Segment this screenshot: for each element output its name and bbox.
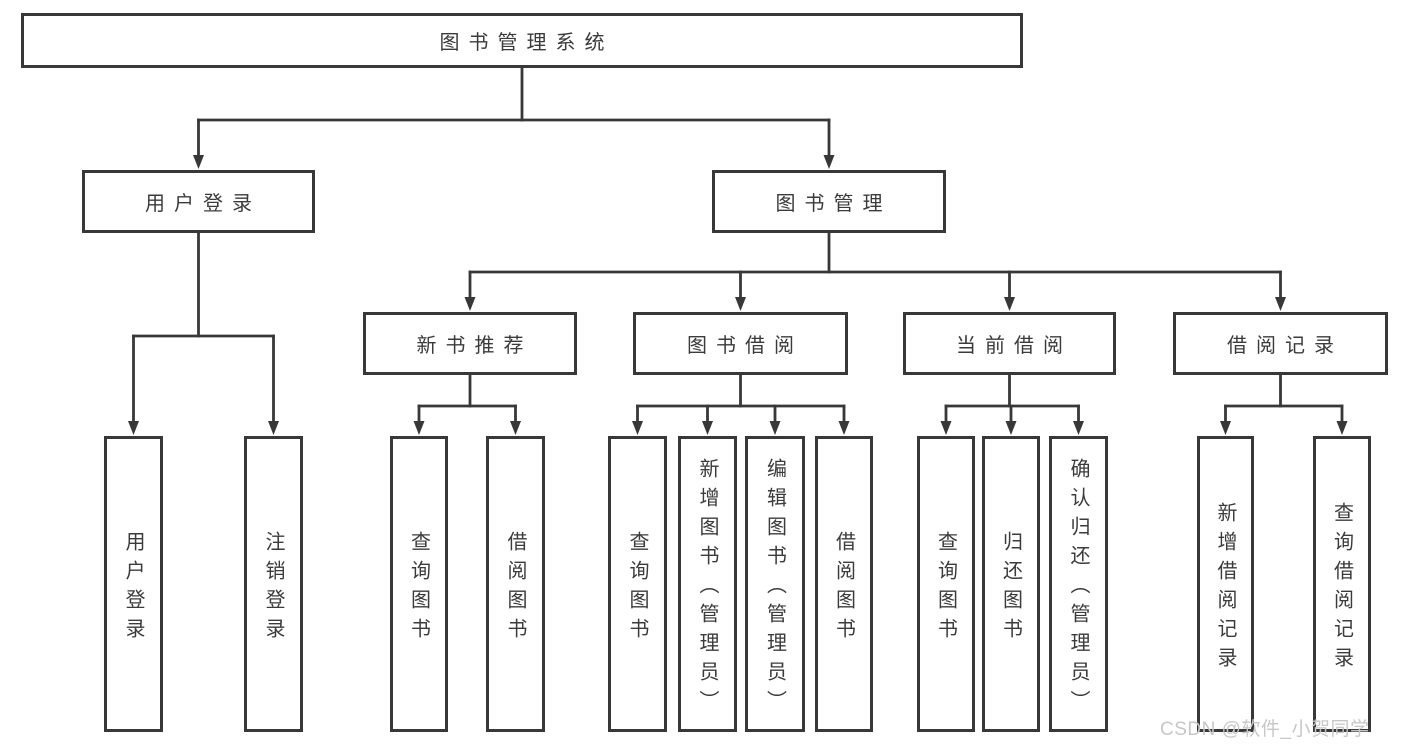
leaf-query-borrow-record: 查询借阅记录: [1313, 436, 1371, 732]
node-current-borrow: 当前借阅: [903, 312, 1116, 375]
arrowheads: [128, 155, 1348, 435]
connector-group: [132, 66, 1344, 424]
leaf-borrow-books: 借阅图书: [815, 436, 873, 732]
node-borrow-records: 借阅记录: [1173, 312, 1388, 375]
node-root-system: 图书管理系统: [21, 13, 1023, 68]
leaf-confirm-return-admin: 确认归还（管理员）: [1049, 436, 1108, 732]
leaf-recommend-borrow-books: 借阅图书: [486, 436, 545, 732]
leaf-return-books: 归还图书: [982, 436, 1040, 732]
leaf-edit-books-admin: 编辑图书（管理员）: [745, 436, 805, 732]
leaf-current-query-books: 查询图书: [917, 436, 975, 732]
leaf-user-login: 用户登录: [104, 436, 163, 732]
leaf-recommend-query-books: 查询图书: [390, 436, 448, 732]
node-book-borrow: 图书借阅: [633, 312, 848, 375]
node-user-login: 用户登录: [82, 170, 315, 233]
leaf-add-borrow-record: 新增借阅记录: [1197, 436, 1254, 732]
leaf-add-books-admin: 新增图书（管理员）: [678, 436, 737, 732]
node-book-management: 图书管理: [712, 170, 946, 233]
leaf-borrow-query-books: 查询图书: [608, 436, 667, 732]
node-new-book-recommend: 新书推荐: [363, 312, 577, 375]
leaf-logout: 注销登录: [244, 436, 303, 732]
csdn-watermark: CSDN @软件_小贺同学: [1160, 719, 1370, 740]
